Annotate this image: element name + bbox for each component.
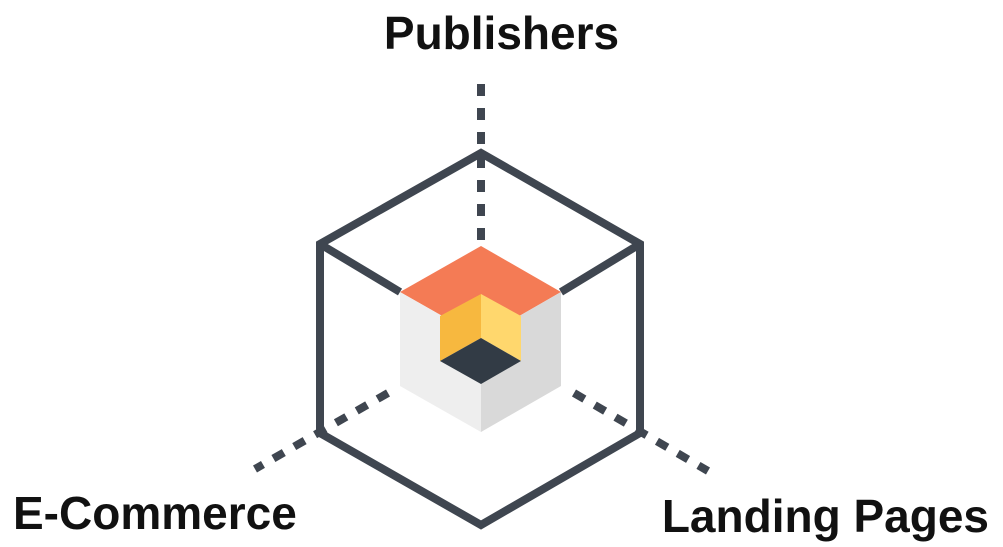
outer-cube-edge-right xyxy=(558,240,643,296)
inner-cube-top-face xyxy=(400,246,561,338)
landing-pages-label: Landing Pages xyxy=(661,490,989,542)
recess-right-face xyxy=(481,294,521,361)
recess-bottom-face xyxy=(440,338,521,384)
outer-cube-edge-left xyxy=(317,240,403,296)
recess-left-face xyxy=(440,294,481,361)
publishers-label: Publishers xyxy=(383,7,620,59)
e-commerce-label: E-Commerce xyxy=(13,487,297,539)
